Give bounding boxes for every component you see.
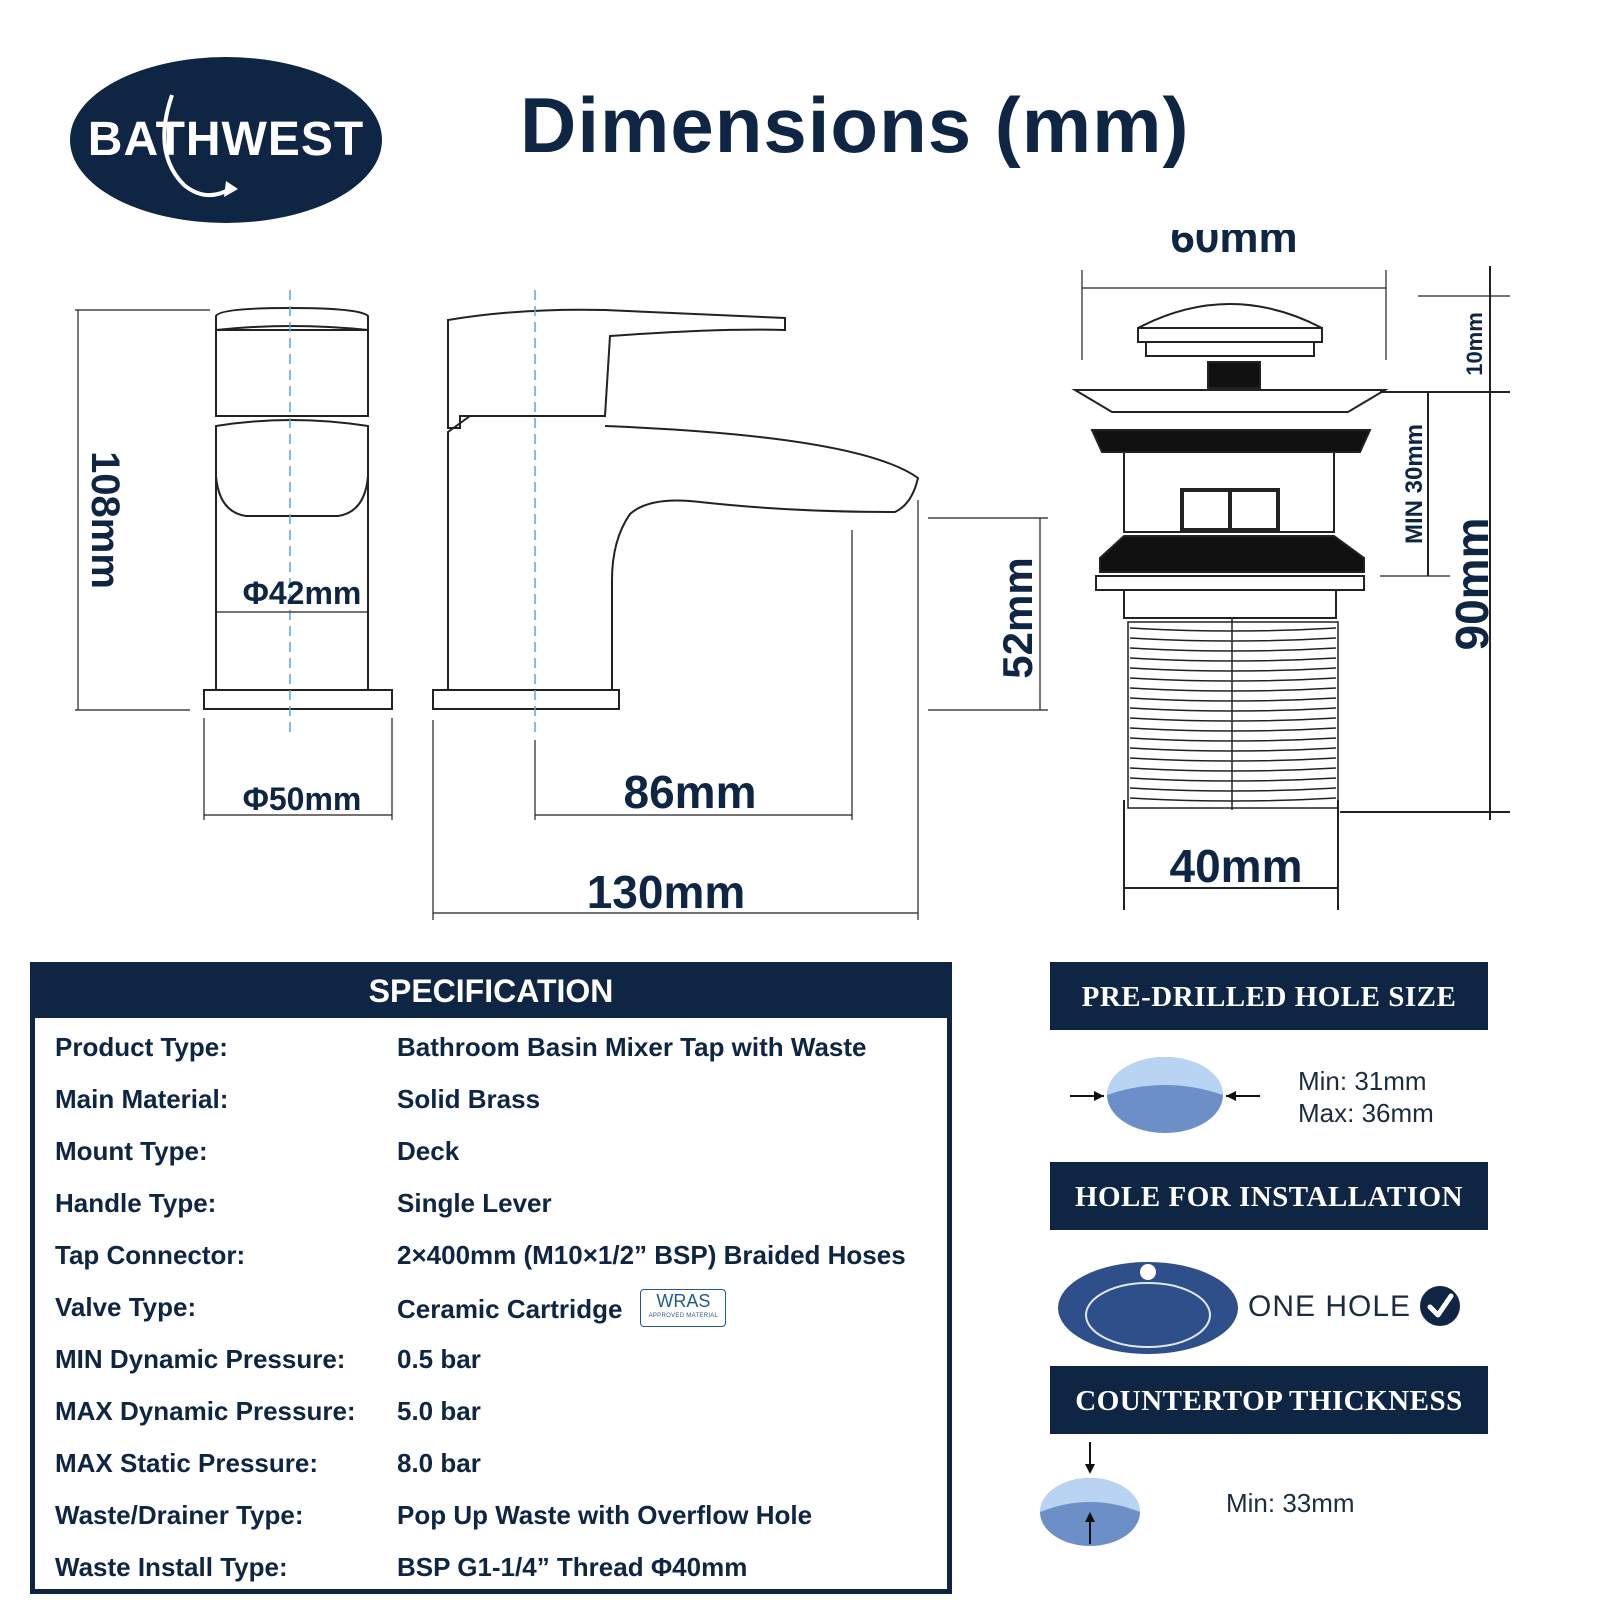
- hole-size-icon: [1070, 1057, 1260, 1133]
- spec-value: 8.0 bar: [397, 1448, 481, 1478]
- dimension-lines: [75, 266, 1510, 920]
- spec-key: MIN Dynamic Pressure:: [55, 1344, 346, 1374]
- spec-key: MAX Static Pressure:: [55, 1448, 318, 1478]
- spec-value: 0.5 bar: [397, 1344, 481, 1374]
- thread-ridge: [1129, 667, 1337, 672]
- specification-rows: Product Type: Bathroom Basin Mixer Tap wi…: [55, 1022, 950, 1594]
- spec-value: Pop Up Waste with Overflow Hole: [397, 1500, 813, 1530]
- thread-ridge: [1129, 747, 1337, 752]
- dim-waste-height: 90mm: [1446, 518, 1498, 651]
- thread-ridge: [1129, 777, 1337, 782]
- dim-spout-clearance: 52mm: [994, 557, 1041, 678]
- spec-row: MAX Dynamic Pressure: 5.0 bar: [55, 1386, 950, 1438]
- waste-thread: [1127, 618, 1339, 810]
- installation-banner: HOLE FOR INSTALLATION: [1050, 1162, 1488, 1230]
- dim-waste-min-thickness: MIN 30mm: [1401, 424, 1428, 544]
- tap-front-view: [203, 290, 393, 735]
- spec-value: Single Lever: [397, 1188, 552, 1218]
- spec-value: 5.0 bar: [397, 1396, 481, 1426]
- spec-key: MAX Dynamic Pressure:: [55, 1396, 356, 1426]
- spec-value: Solid Brass: [397, 1084, 541, 1114]
- thread-ridge: [1129, 767, 1337, 772]
- spec-row: Waste Install Type: BSP G1-1/4” Thread Φ4…: [55, 1542, 950, 1594]
- tap-side-view: [432, 290, 920, 735]
- specification-header: SPECIFICATION: [30, 962, 952, 1018]
- dim-waste-thread-width: 40mm: [1170, 840, 1303, 892]
- spec-key: Mount Type:: [55, 1136, 208, 1166]
- dim-waste-top-width: 60mm: [1170, 230, 1297, 262]
- thread-ridge: [1129, 627, 1337, 632]
- logo-text: BATHWEST: [88, 113, 364, 166]
- hole-size-min: Min: 31mm: [1298, 1066, 1427, 1096]
- countertop-banner: COUNTERTOP THICKNESS: [1050, 1366, 1488, 1434]
- spec-row: Main Material: Solid Brass: [55, 1074, 950, 1126]
- spec-key: Waste Install Type:: [55, 1552, 288, 1582]
- spec-key: Handle Type:: [55, 1188, 217, 1218]
- dim-spout-reach: 86mm: [624, 766, 757, 818]
- spec-value: 2×400mm (M10×1/2” BSP) Braided Hoses: [397, 1240, 906, 1270]
- thread-ridge: [1129, 727, 1337, 732]
- wras-badge-sub: APPROVED MATERIAL: [648, 1313, 719, 1319]
- thread-ridge: [1129, 707, 1337, 712]
- spec-value: BSP G1-1/4” Thread Φ40mm: [397, 1552, 748, 1582]
- spec-key: Tap Connector:: [55, 1240, 246, 1270]
- check-icon: [1420, 1286, 1460, 1326]
- specification-box: [30, 962, 952, 1594]
- spec-row: Waste/Drainer Type: Pop Up Waste with Ove…: [55, 1490, 950, 1542]
- countertop-min: Min: 33mm: [1226, 1488, 1355, 1518]
- spec-row: Handle Type: Single Lever: [55, 1178, 950, 1230]
- spec-value: Bathroom Basin Mixer Tap with Waste: [397, 1032, 867, 1062]
- spec-value: Ceramic Cartridge: [397, 1293, 623, 1324]
- thread-ridge: [1129, 657, 1337, 662]
- bathwest-logo: BATHWEST: [70, 57, 382, 223]
- thread-ridge: [1129, 687, 1337, 692]
- spec-key: Product Type:: [55, 1032, 228, 1062]
- hole-size-banner: PRE-DRILLED HOLE SIZE: [1050, 962, 1488, 1030]
- thread-ridge: [1129, 737, 1337, 742]
- dim-overall-depth: 130mm: [587, 866, 746, 918]
- thread-ridge: [1129, 647, 1337, 652]
- popup-waste: [1071, 303, 1389, 810]
- spec-key: Valve Type:: [55, 1292, 197, 1322]
- thread-ridge: [1129, 637, 1337, 642]
- countertop-icon: [1040, 1442, 1140, 1546]
- dimension-drawing: 108mm Φ42mm Φ50mm 86mm 130mm 52mm 60mm 1…: [75, 230, 1510, 920]
- dim-base-diameter: Φ50mm: [243, 781, 362, 817]
- spec-key: Waste/Drainer Type:: [55, 1500, 304, 1530]
- spec-row: MIN Dynamic Pressure: 0.5 bar: [55, 1334, 950, 1386]
- page-title: Dimensions (mm): [520, 81, 1190, 169]
- dim-tap-height: 108mm: [83, 451, 127, 589]
- one-hole-label: ONE HOLE: [1248, 1290, 1412, 1323]
- spec-row: Tap Connector: 2×400mm (M10×1/2” BSP) Bra…: [55, 1230, 950, 1282]
- spec-value-with-badge: Ceramic Cartridge WRAS APPROVED MATERIAL: [397, 1289, 727, 1330]
- spec-row: Mount Type: Deck: [55, 1126, 950, 1178]
- dim-body-diameter: Φ42mm: [243, 575, 362, 611]
- dim-waste-cap-height: 10mm: [1462, 312, 1487, 376]
- wras-badge-label: WRAS: [656, 1291, 711, 1311]
- thread-ridge: [1129, 677, 1337, 682]
- spec-row: MAX Static Pressure: 8.0 bar: [55, 1438, 950, 1490]
- thread-ridge: [1129, 797, 1337, 802]
- hole-size-max: Max: 36mm: [1298, 1098, 1434, 1128]
- thread-ridge: [1129, 787, 1337, 792]
- thread-ridge: [1129, 757, 1337, 762]
- spec-key: Main Material:: [55, 1084, 229, 1114]
- spec-row: Product Type: Bathroom Basin Mixer Tap wi…: [55, 1022, 950, 1074]
- spec-row: Valve Type: Ceramic Cartridge WRAS APPROVED…: [55, 1282, 950, 1334]
- spec-value: Deck: [397, 1136, 460, 1166]
- wras-badge: WRAS APPROVED MATERIAL: [640, 1289, 727, 1327]
- thread-ridge: [1129, 717, 1337, 722]
- one-hole-basin-icon: [1058, 1262, 1238, 1354]
- thread-ridge: [1129, 697, 1337, 702]
